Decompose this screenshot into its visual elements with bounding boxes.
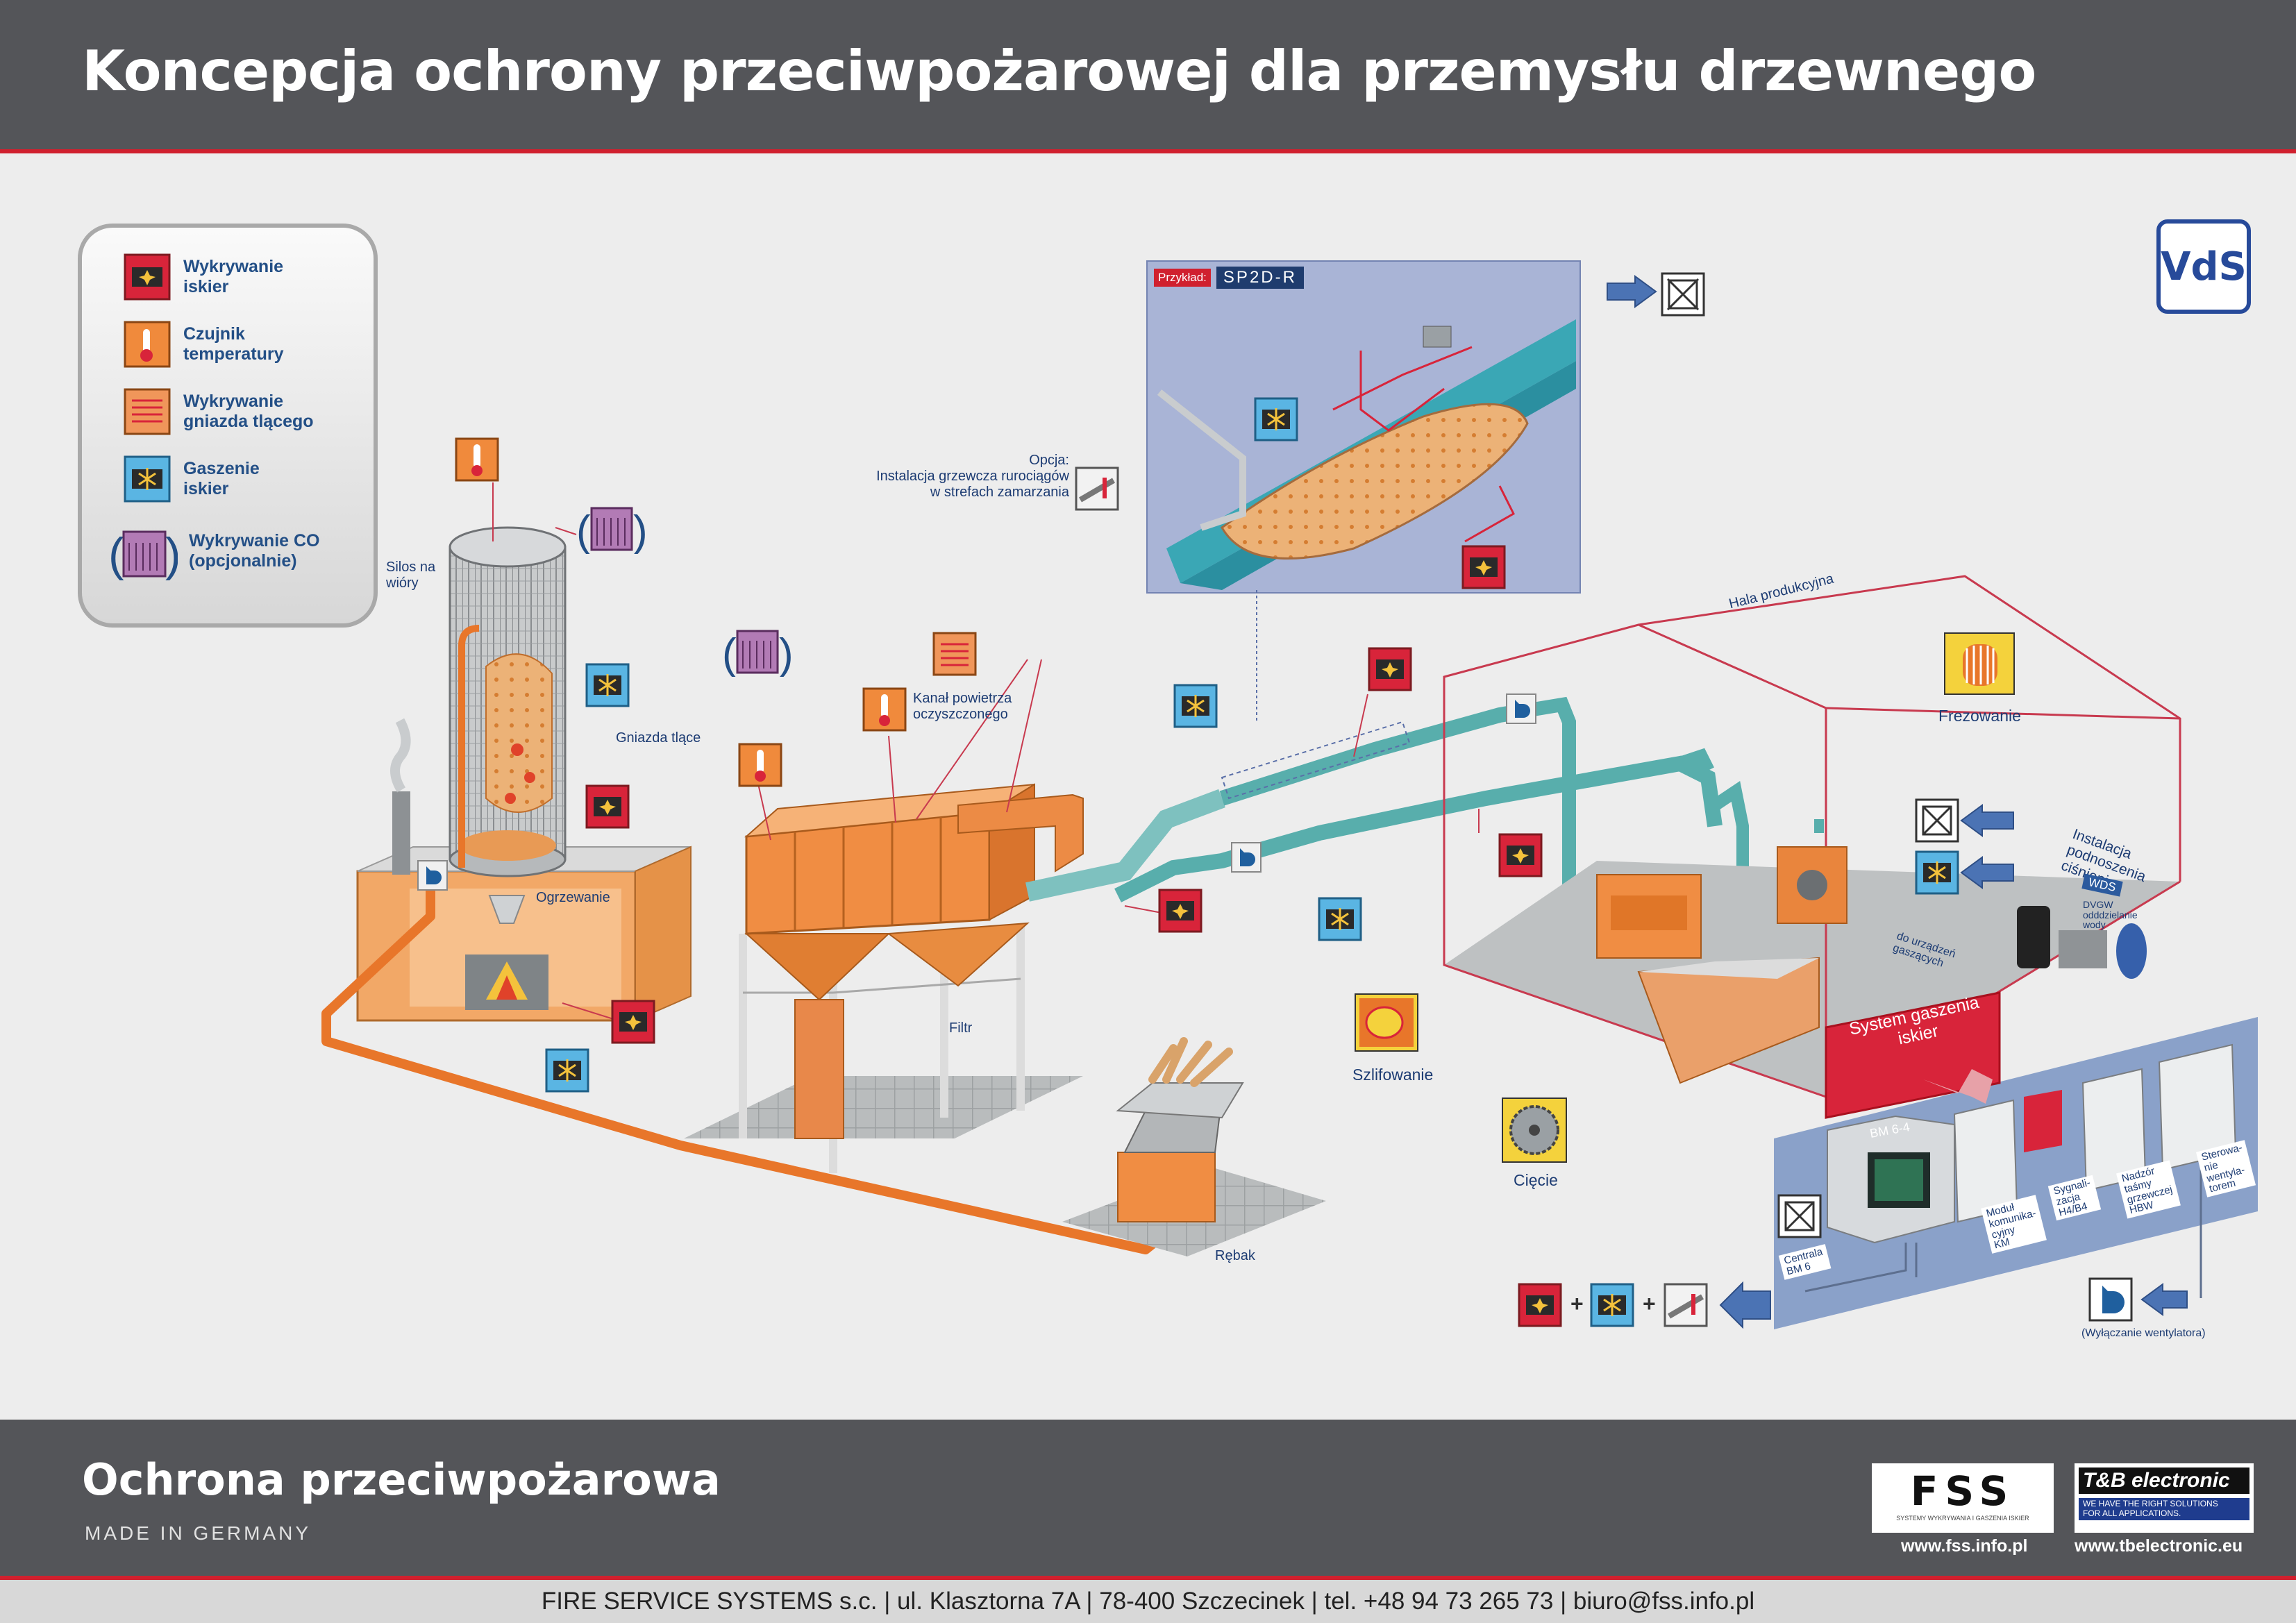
svg-text:(: ( bbox=[722, 630, 737, 677]
footer: Ochrona przeciwpożarowa MADE IN GERMANY … bbox=[0, 1420, 2296, 1580]
spark-extinguisher-icon bbox=[122, 454, 172, 504]
plus-icon: + bbox=[1570, 1291, 1584, 1316]
address-bar: FIRE SERVICE SYSTEMS s.c. | ul. Klasztor… bbox=[0, 1580, 2296, 1623]
legend-spark-detection: Wykrywanie iskier bbox=[122, 252, 283, 302]
svg-text:): ) bbox=[779, 630, 794, 677]
temperature-sensor-icon bbox=[455, 437, 499, 482]
temperature-sensor-icon bbox=[862, 687, 907, 732]
fan-valve-icon bbox=[1230, 841, 1262, 873]
tb-url: www.tbelectronic.eu bbox=[2075, 1536, 2243, 1556]
co-detector-icon: () bbox=[576, 505, 653, 555]
co-detector-icon: () bbox=[108, 526, 181, 581]
fss-logo: FSS SYSTEMY WYKRYWANIA I GASZENIA ISKIER bbox=[1872, 1463, 2054, 1533]
co-detector-icon: () bbox=[722, 628, 798, 678]
spark-extinguisher-icon bbox=[1915, 850, 1959, 895]
page-title: Koncepcja ochrony przeciwpożarowej dla p… bbox=[82, 39, 2036, 103]
spark-extinguisher-icon bbox=[1590, 1283, 1634, 1327]
label-clean-air: Kanał powietrza oczyszczonego bbox=[913, 691, 1012, 722]
arrows bbox=[1607, 275, 2188, 1329]
inset-sp2d bbox=[1146, 260, 1581, 594]
milling-icon bbox=[1942, 630, 2018, 696]
smoldering-detector-icon bbox=[932, 632, 977, 676]
fan-valve-icon bbox=[1505, 693, 1537, 725]
spark-detector-icon bbox=[1498, 833, 1543, 877]
label-grinding: Szlifowanie bbox=[1352, 1066, 1434, 1084]
label-chipper: Rębak bbox=[1215, 1248, 1255, 1263]
vds-badge: VdS bbox=[2156, 219, 2251, 314]
label-smoldering: Gniazda tlące bbox=[616, 730, 701, 746]
legend-co: () Wykrywanie CO (opcjonalnie) bbox=[108, 526, 320, 581]
spark-extinguisher-icon bbox=[1318, 897, 1362, 941]
spark-detector-icon bbox=[585, 784, 630, 829]
pipe-heating-icon bbox=[1075, 466, 1119, 511]
spark-detector-icon bbox=[1368, 647, 1412, 691]
control-panel-area bbox=[1774, 991, 2258, 1329]
plus-icon: + bbox=[1643, 1291, 1656, 1316]
spark-extinguisher-icon bbox=[1254, 397, 1298, 442]
spark-extinguisher-icon bbox=[545, 1048, 589, 1093]
spark-detector-icon bbox=[1461, 545, 1506, 589]
fan-shutdown-icon bbox=[1915, 798, 1959, 843]
inset-header: Przykład: SP2D-R bbox=[1154, 267, 1304, 289]
label-fan-off: (Wyłączanie wentylatora) bbox=[2081, 1327, 2206, 1339]
label-filter: Filtr bbox=[949, 1020, 973, 1036]
silo-area bbox=[356, 526, 692, 1022]
spark-extinguisher-icon bbox=[1173, 684, 1218, 728]
temperature-sensor-icon bbox=[738, 743, 782, 787]
label-heating: Ogrzewanie bbox=[536, 890, 610, 905]
tb-logo: T&B electronic WE HAVE THE RIGHT SOLUTIO… bbox=[2075, 1463, 2254, 1533]
spark-detector-icon bbox=[1158, 889, 1203, 933]
spark-extinguisher-icon bbox=[585, 663, 630, 707]
footer-title: Ochrona przeciwpożarowa bbox=[82, 1454, 721, 1505]
svg-text:(: ( bbox=[576, 507, 591, 554]
spark-detector-icon bbox=[611, 1000, 655, 1044]
svg-text:(: ( bbox=[108, 528, 124, 581]
svg-text:): ) bbox=[165, 528, 178, 581]
pipe-heating-icon bbox=[1664, 1283, 1708, 1327]
inset-option-label: Opcja: Instalacja grzewcza rurociągów w … bbox=[876, 453, 1069, 500]
fan-shutdown-icon bbox=[1777, 1194, 1822, 1238]
header: Koncepcja ochrony przeciwpożarowej dla p… bbox=[0, 0, 2296, 153]
label-cutting: Cięcie bbox=[1514, 1171, 1558, 1189]
cutting-icon bbox=[1500, 1095, 1569, 1165]
label-dvgw: DVGW odddzielanie wody bbox=[2083, 899, 2138, 931]
smoldering-detector-icon bbox=[122, 387, 172, 437]
footer-subtitle: MADE IN GERMANY bbox=[85, 1522, 312, 1544]
temperature-sensor-icon bbox=[122, 319, 172, 369]
fss-url: www.fss.info.pl bbox=[1901, 1536, 2028, 1556]
spark-detector-icon bbox=[122, 252, 172, 302]
grinding-icon bbox=[1352, 991, 1422, 1054]
legend-temperature: Czujnik temperatury bbox=[122, 319, 284, 369]
chipper bbox=[1062, 1037, 1326, 1256]
fan-shutdown-icon bbox=[1661, 272, 1705, 317]
diagram bbox=[321, 260, 2258, 1329]
filter-unit bbox=[684, 783, 1225, 1173]
label-silo: Silos na wióry bbox=[386, 560, 436, 591]
legend-smoldering: Wykrywanie gniazda tlącego bbox=[122, 387, 314, 437]
fan-valve-icon bbox=[417, 859, 449, 891]
svg-text:): ) bbox=[633, 507, 648, 554]
legend-extinguishing: Gaszenie iskier bbox=[122, 454, 260, 504]
production-hall bbox=[1443, 575, 2181, 1099]
fan-valve-icon bbox=[2088, 1277, 2133, 1322]
spark-detector-icon bbox=[1518, 1283, 1562, 1327]
legend: Wykrywanie iskier Czujnik temperatury Wy… bbox=[78, 224, 378, 628]
address: FIRE SERVICE SYSTEMS s.c. | ul. Klasztor… bbox=[541, 1588, 1755, 1615]
label-milling: Frezowanie bbox=[1938, 707, 2021, 725]
